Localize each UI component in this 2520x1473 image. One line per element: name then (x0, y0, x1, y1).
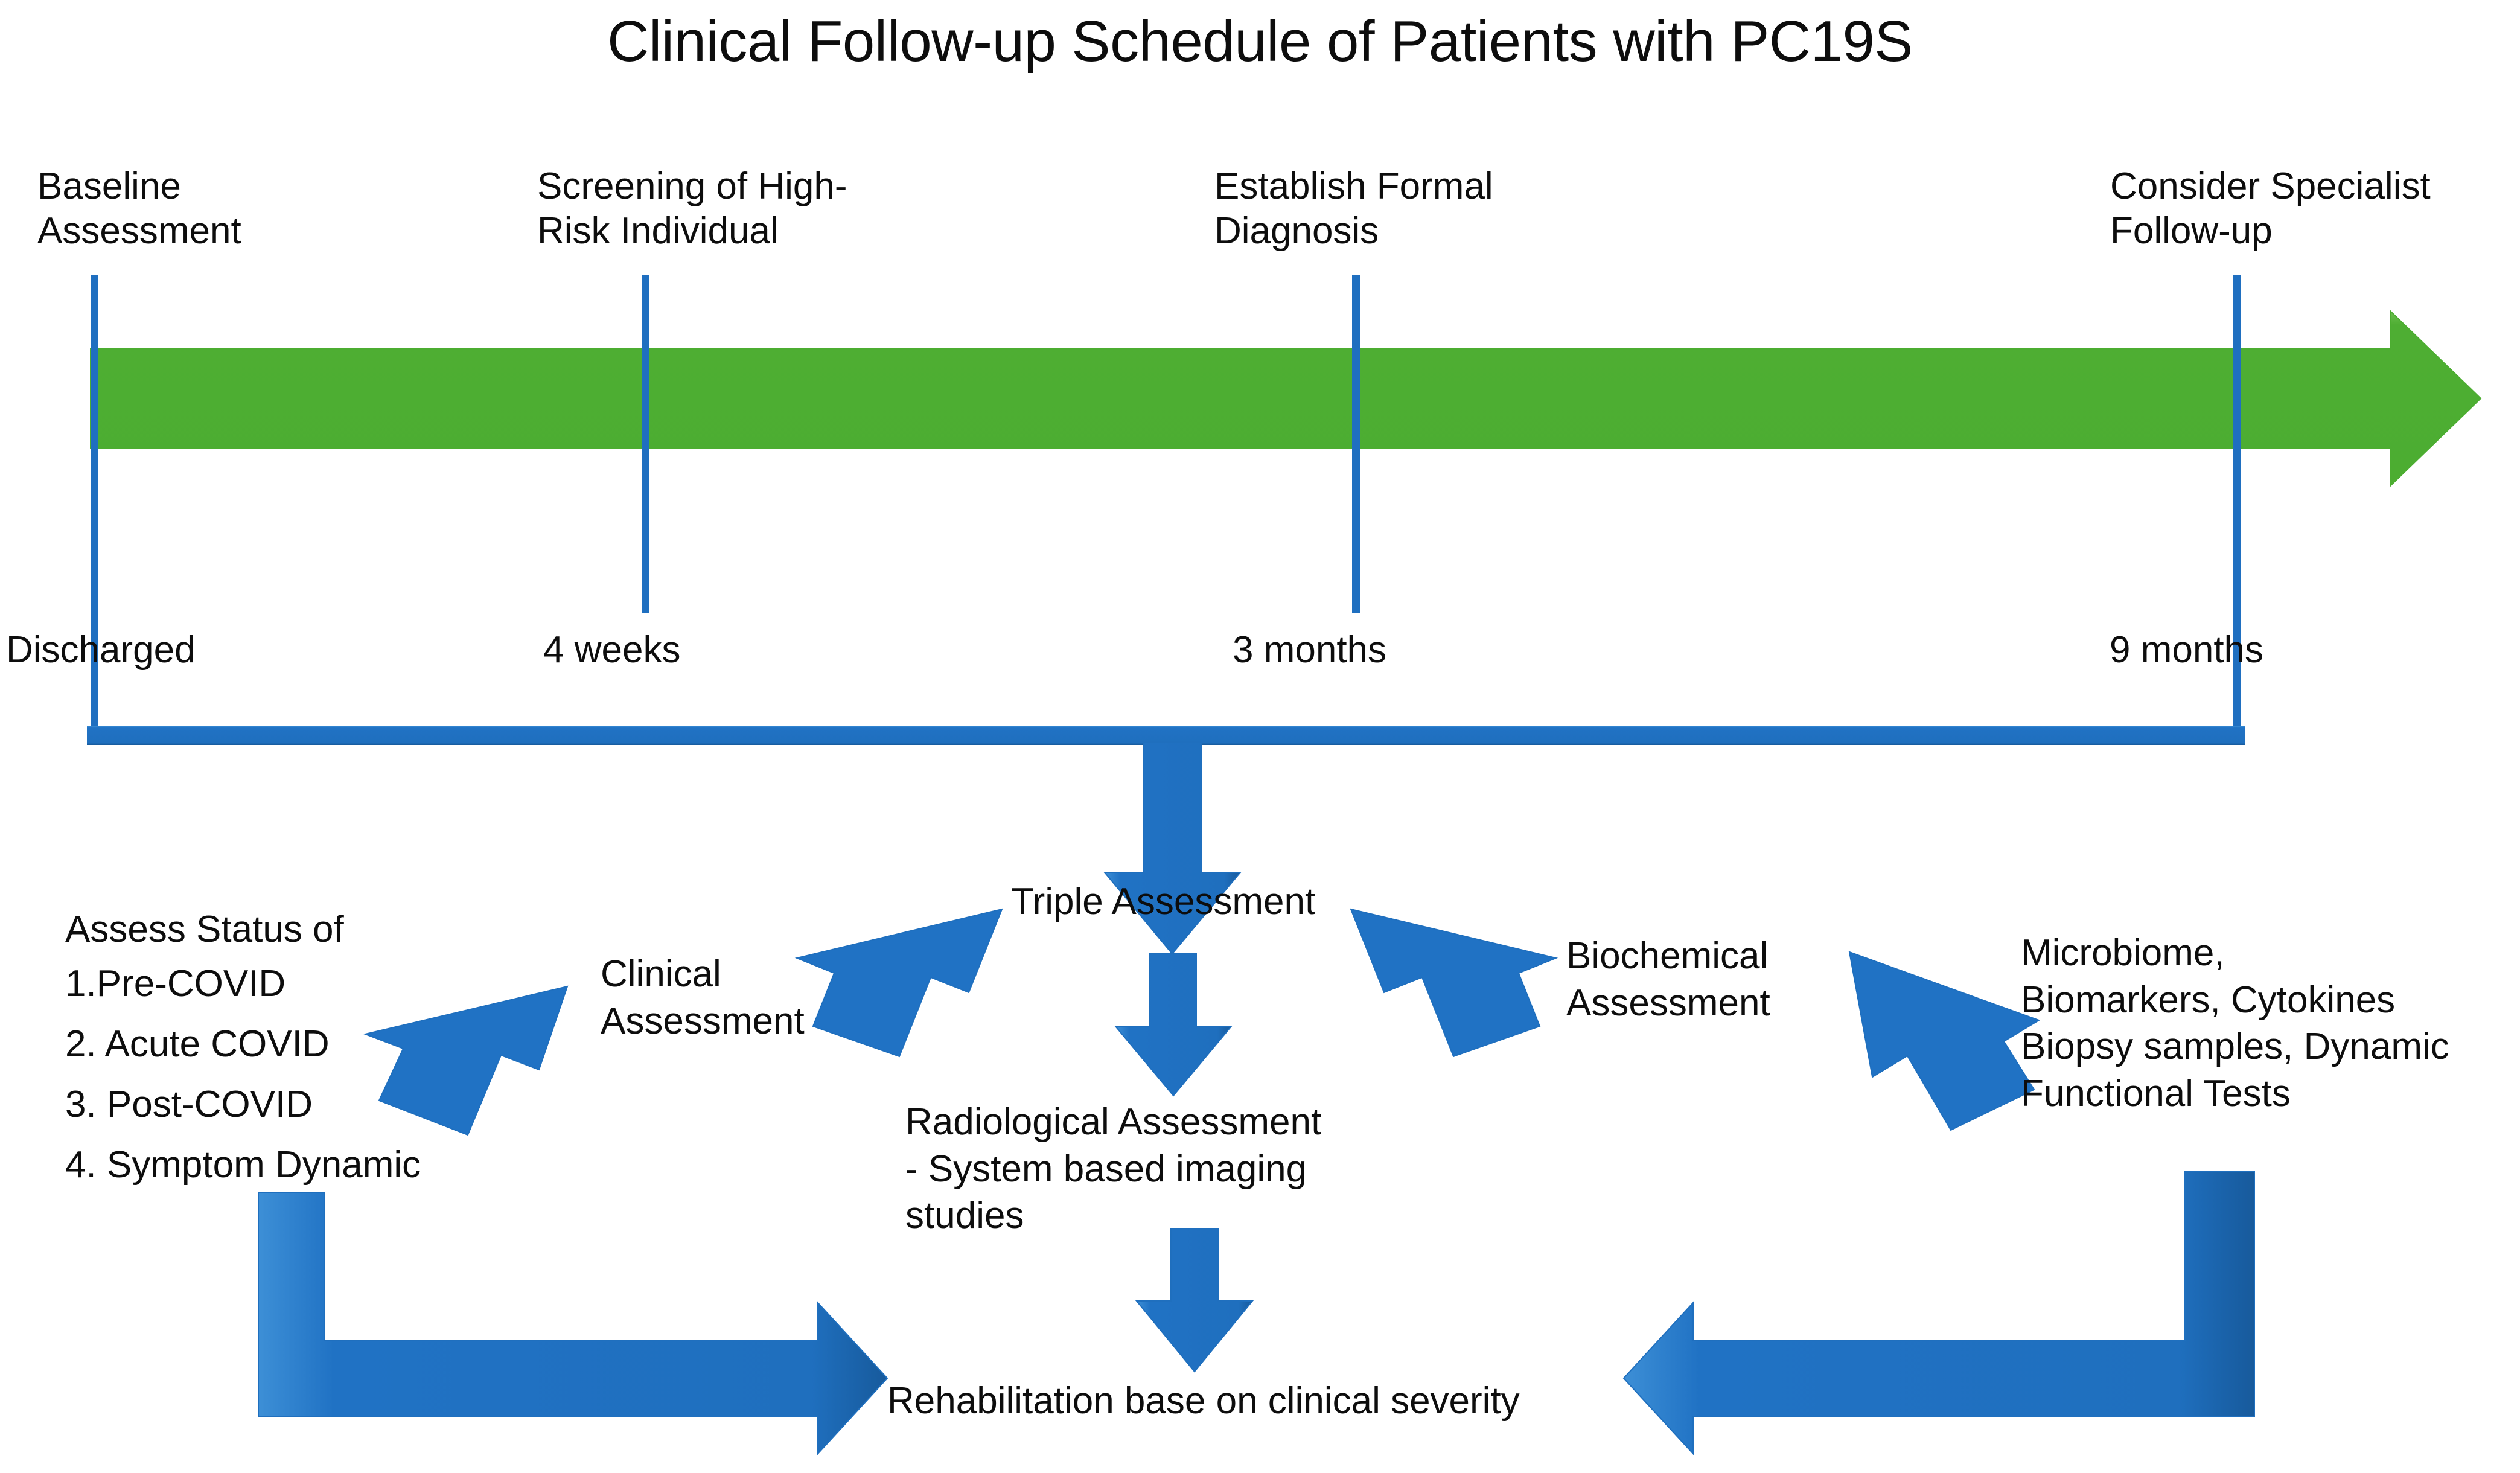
arrow-microbiome-to-rehabilitation (1622, 1171, 2255, 1455)
page-title: Clinical Follow-up Schedule of Patients … (607, 9, 1913, 74)
timeline-top-label-1: Baseline Assessment (37, 165, 241, 252)
timeline-bottom-label-3: 3 months (1233, 629, 1387, 671)
assess-status-item-4: 4. Symptom Dynamic (65, 1144, 421, 1186)
assess-status-item-3: 3. Post-COVID (65, 1084, 313, 1125)
node-biochemical-detail: Microbiome, Biomarkers, Cytokines Biopsy… (2021, 932, 2449, 1114)
tick-mark-2 (642, 275, 649, 613)
node-clinical-assessment: Clinical Assessment (601, 953, 805, 1042)
timeline-bracket (87, 726, 2245, 745)
node-rehabilitation-outcome: Rehabilitation base on clinical severity (887, 1380, 1520, 1422)
timeline-top-label-4: Consider Specialist Follow-up (2110, 165, 2431, 252)
node-biochemical-assessment: Biochemical Assessment (1566, 935, 1770, 1024)
assess-status-item-2: 2. Acute COVID (65, 1023, 330, 1065)
tick-mark-3 (1352, 275, 1360, 613)
arrow-bracket-to-triple-assessment (1103, 742, 1242, 955)
tick-mark-1 (91, 275, 98, 733)
timeline-bottom-label-1: Discharged (6, 629, 196, 671)
timeline-bottom-label-2: 4 weeks (543, 629, 681, 671)
arrow-triple-to-biochemical (1350, 908, 1558, 1058)
timeline-tick-marks (91, 275, 2241, 733)
assess-status-heading: Assess Status of (65, 909, 344, 950)
arrow-biochemical-to-microbiome (1848, 951, 2041, 1131)
tick-mark-4 (2233, 275, 2241, 733)
arrow-triple-to-clinical (794, 908, 1003, 1058)
timeline-green-arrow (90, 309, 2482, 488)
node-triple-assessment: Triple Assessment (1011, 881, 1316, 922)
arrow-assess-status-to-rehabilitation (258, 1192, 888, 1455)
timeline-top-label-2: Screening of High- Risk Individual (537, 165, 847, 252)
assess-status-item-1: 1.Pre-COVID (65, 963, 286, 1005)
node-radiological-assessment: Radiological Assessment - System based i… (905, 1101, 1322, 1236)
timeline-top-label-3: Establish Formal Diagnosis (1214, 165, 1493, 252)
arrow-clinical-to-assess-status (363, 985, 569, 1136)
arrow-triple-to-radiological (1114, 953, 1233, 1097)
arrow-radiological-to-rehabilitation (1135, 1228, 1254, 1373)
timeline-bottom-label-4: 9 months (2110, 629, 2264, 671)
